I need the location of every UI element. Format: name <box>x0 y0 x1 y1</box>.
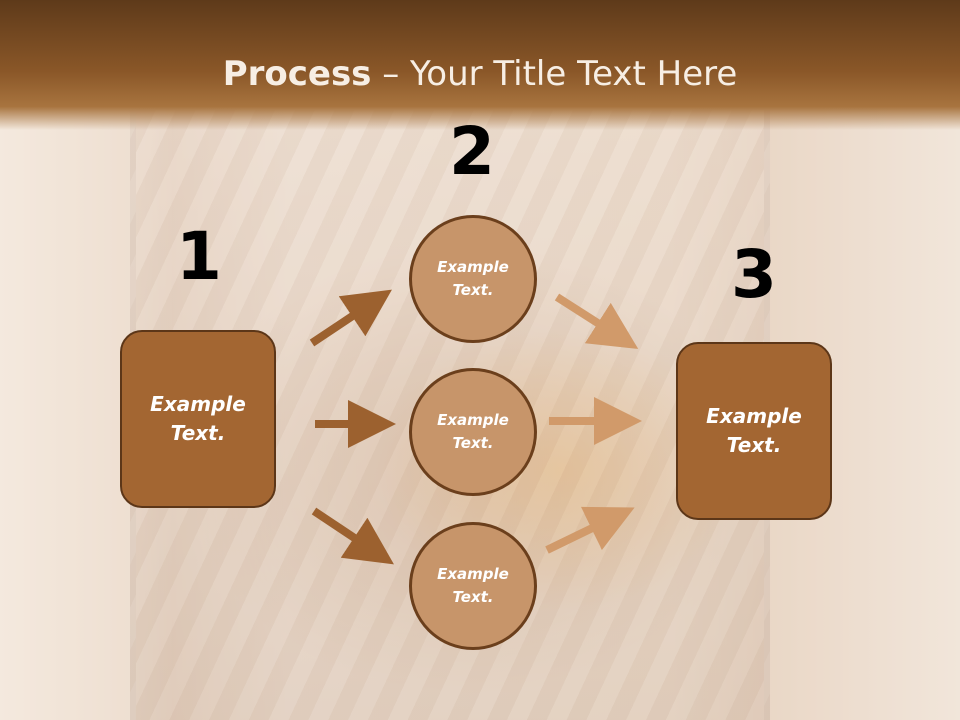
circle-bottom-line1: Example <box>437 565 509 583</box>
step-number-1: 1 <box>176 218 222 295</box>
circle-top-line1: Example <box>437 258 509 276</box>
circle-middle-line1: Example <box>437 411 509 429</box>
circle-top-line2: Text. <box>452 281 494 299</box>
step-1-text-line2: Text. <box>170 421 226 445</box>
arrow-2a-to-3 <box>554 293 639 349</box>
circle-middle-line2: Text. <box>452 434 494 452</box>
title-band <box>0 0 960 130</box>
arrow-2c-to-3 <box>545 506 635 554</box>
slide-title[interactable]: Process – Your Title Text Here <box>0 52 960 96</box>
circle-bottom-line2: Text. <box>452 588 494 606</box>
step-3-box[interactable]: Example Text. <box>676 342 832 520</box>
step-number-2: 2 <box>449 113 495 190</box>
step-3-text-line1: Example <box>706 404 802 428</box>
arrow-1-to-2c <box>311 507 394 565</box>
step-2-circle-middle[interactable]: Example Text. <box>409 368 537 496</box>
step-2-circle-bottom[interactable]: Example Text. <box>409 522 537 650</box>
step-number-3: 3 <box>731 236 777 313</box>
step-2-circle-top[interactable]: Example Text. <box>409 215 537 343</box>
step-1-text-line1: Example <box>150 392 246 416</box>
arrow-1-to-2a <box>309 289 392 347</box>
step-1-box[interactable]: Example Text. <box>120 330 276 508</box>
title-bold: Process <box>222 54 372 94</box>
step-3-text-line2: Text. <box>726 433 782 457</box>
title-rest: – Your Title Text Here <box>371 54 738 94</box>
